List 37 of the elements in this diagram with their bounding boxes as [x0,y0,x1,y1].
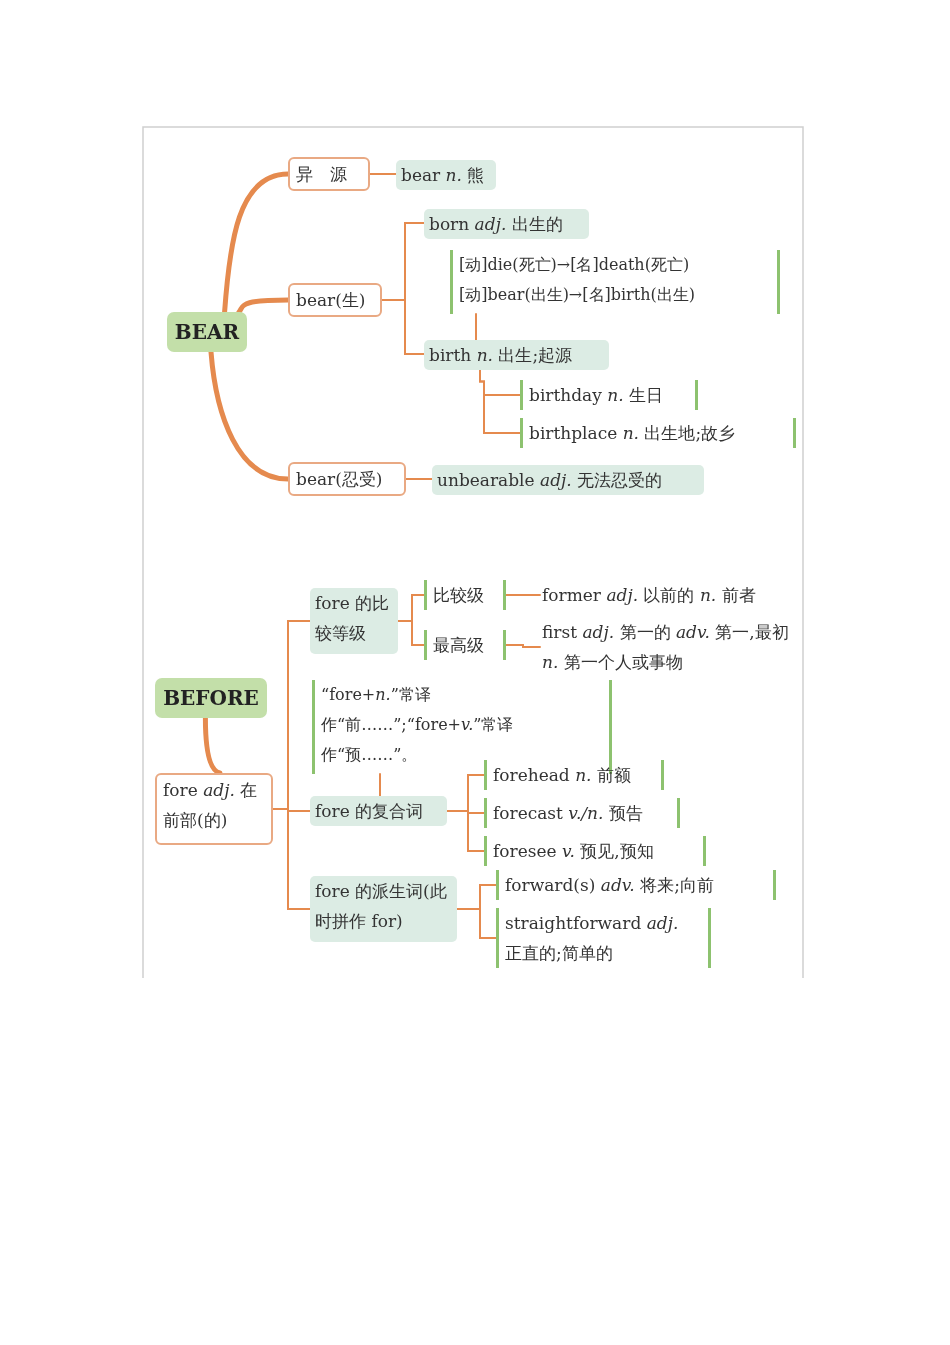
bracketed-entry: straightforward adj. 正直的;简单的 [496,908,711,968]
bracketed-entry: forward(s) adv. 将来;向前 [496,870,776,900]
definition-box: unbearable adj. 无法忍受的 [432,465,704,495]
connector-line [272,808,311,910]
connector-line [475,313,477,341]
connector-line [202,715,223,776]
connector-line [505,644,541,648]
bracketed-entry: 比较级 [424,580,506,610]
connector-line [381,299,425,355]
definition-box: fore 的比较等级 [310,588,398,654]
connector-line [369,173,397,175]
connector-line [397,620,425,646]
bracketed-entry: birthday n. 生日 [520,380,698,410]
bracketed-entry: foresee v. 预见,预知 [484,836,706,866]
note-text: [动]die(死亡)→[名]death(死亡) [动]bear(出生)→[名]birth(出生) [450,250,780,314]
bracketed-entry: forecast v./n. 预告 [484,798,680,828]
definition-box: bear n. 熊 [396,160,496,190]
bracketed-entry: birthplace n. 出生地;故乡 [520,418,796,448]
root-topic-box: BEAR [167,312,247,352]
connector-line [379,773,381,797]
branch-box: 异 源 [288,157,370,191]
connector-line [446,810,485,852]
connector-line [405,478,433,480]
connector-line [505,594,541,596]
connector-line [456,908,497,939]
definition-box: birth n. 出生;起源 [424,340,609,370]
branch-box: bear(生) [288,283,382,317]
root-topic-box: BEFORE [155,678,267,718]
branch-box: bear(忍受) [288,462,406,496]
branch-box: fore adj. 在前部(的) [155,773,273,845]
definition-box: fore 的派生词(此时拼作 for) [310,876,457,942]
definition-box: born adj. 出生的 [424,209,589,239]
definition-text: first adj. 第一的 adv. 第一,最初 n. 第一个人或事物 [540,617,808,677]
bracketed-entry: forehead n. 前额 [484,760,664,790]
bracketed-entry: 最高级 [424,630,506,660]
definition-text: former adj. 以前的 n. 前者 [540,580,802,610]
definition-box: fore 的复合词 [310,796,447,826]
